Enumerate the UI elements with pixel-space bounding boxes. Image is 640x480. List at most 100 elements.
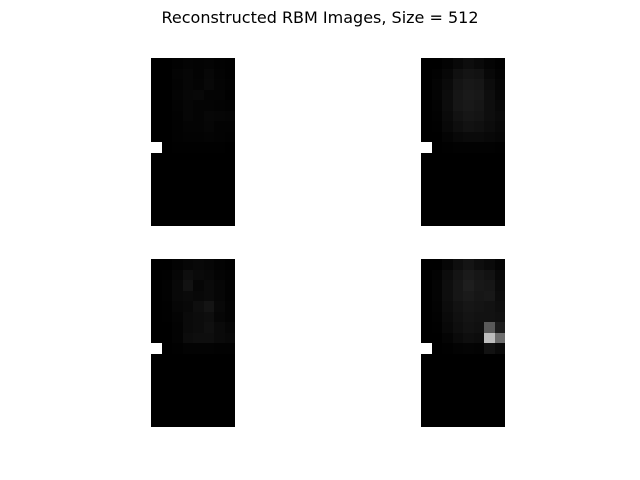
image-pixel (484, 58, 495, 69)
image-pixel (224, 290, 235, 301)
image-pixel (172, 311, 183, 322)
image-pixel (421, 374, 432, 385)
image-pixel (484, 89, 495, 100)
image-pixel (172, 131, 183, 142)
image-pixel (442, 131, 453, 142)
image-pixel (172, 269, 183, 280)
image-pixel (203, 364, 214, 375)
image-pixel (452, 184, 463, 195)
image-pixel (172, 416, 183, 427)
image-pixel (494, 416, 505, 427)
image-pixel (473, 395, 484, 406)
image-pixel (161, 194, 172, 205)
image-pixel (442, 100, 453, 111)
image-pixel (224, 311, 235, 322)
image-pixel (214, 100, 225, 111)
image-pixel (452, 58, 463, 69)
image-pixel (452, 364, 463, 375)
image-pixel (442, 416, 453, 427)
image-pixel (193, 142, 204, 153)
image-pixel (484, 311, 495, 322)
image-pixel (421, 395, 432, 406)
image-pixel (463, 110, 474, 121)
image-pixel (151, 100, 162, 111)
image-pixel (193, 269, 204, 280)
image-pixel (214, 79, 225, 90)
image-pixel (463, 364, 474, 375)
image-pixel (193, 205, 204, 216)
image-pixel (214, 322, 225, 333)
image-pixel (431, 163, 442, 174)
image-pixel (442, 89, 453, 100)
image-pixel (182, 290, 193, 301)
image-pixel (193, 385, 204, 396)
image-pixel (431, 79, 442, 90)
image-pixel (214, 68, 225, 79)
image-pixel (421, 269, 432, 280)
image-pixel (431, 89, 442, 100)
image-pixel (442, 152, 453, 163)
image-pixel (151, 215, 162, 226)
image-pixel (484, 322, 495, 333)
image-pixel (151, 311, 162, 322)
image-pixel (431, 406, 442, 417)
image-pixel (214, 89, 225, 100)
image-pixel (203, 58, 214, 69)
image-pixel (484, 68, 495, 79)
image-pixel (431, 215, 442, 226)
image-pixel (452, 374, 463, 385)
image-pixel (172, 163, 183, 174)
image-pixel (473, 290, 484, 301)
image-pixel (421, 68, 432, 79)
image-pixel (421, 322, 432, 333)
image-pixel (224, 416, 235, 427)
image-pixel (452, 301, 463, 312)
image-pixel (172, 194, 183, 205)
image-pixel (182, 406, 193, 417)
image-pixel (473, 110, 484, 121)
image-pixel (203, 184, 214, 195)
image-pixel (484, 163, 495, 174)
image-pixel (463, 416, 474, 427)
image-pixel (182, 79, 193, 90)
image-pixel (484, 385, 495, 396)
image-pixel (182, 173, 193, 184)
image-pixel (224, 68, 235, 79)
image-pixel (193, 322, 204, 333)
image-pixel (182, 68, 193, 79)
image-pixel (224, 89, 235, 100)
image-pixel (193, 110, 204, 121)
image-pixel (421, 89, 432, 100)
image-pixel (182, 395, 193, 406)
image-pixel (182, 131, 193, 142)
image-pixel (494, 121, 505, 132)
image-pixel (214, 269, 225, 280)
image-pixel (224, 131, 235, 142)
image-pixel (182, 89, 193, 100)
image-pixel (182, 163, 193, 174)
image-pixel (452, 142, 463, 153)
image-pixel (224, 385, 235, 396)
image-pixel (214, 205, 225, 216)
image-pixel (161, 89, 172, 100)
image-pixel (182, 353, 193, 364)
image-pixel (494, 353, 505, 364)
image-pixel (431, 374, 442, 385)
image-pixel (203, 173, 214, 184)
image-pixel (484, 184, 495, 195)
image-pixel (214, 131, 225, 142)
image-pixel (151, 322, 162, 333)
image-pixel (214, 353, 225, 364)
image-pixel (224, 79, 235, 90)
image-pixel (224, 215, 235, 226)
image-pixel (421, 332, 432, 343)
image-pixel (193, 406, 204, 417)
image-pixel (224, 343, 235, 354)
image-pixel (172, 142, 183, 153)
image-pixel (484, 353, 495, 364)
image-pixel (463, 215, 474, 226)
image-pixel (151, 79, 162, 90)
image-pixel (452, 89, 463, 100)
image-pixel (484, 416, 495, 427)
image-pixel (452, 406, 463, 417)
